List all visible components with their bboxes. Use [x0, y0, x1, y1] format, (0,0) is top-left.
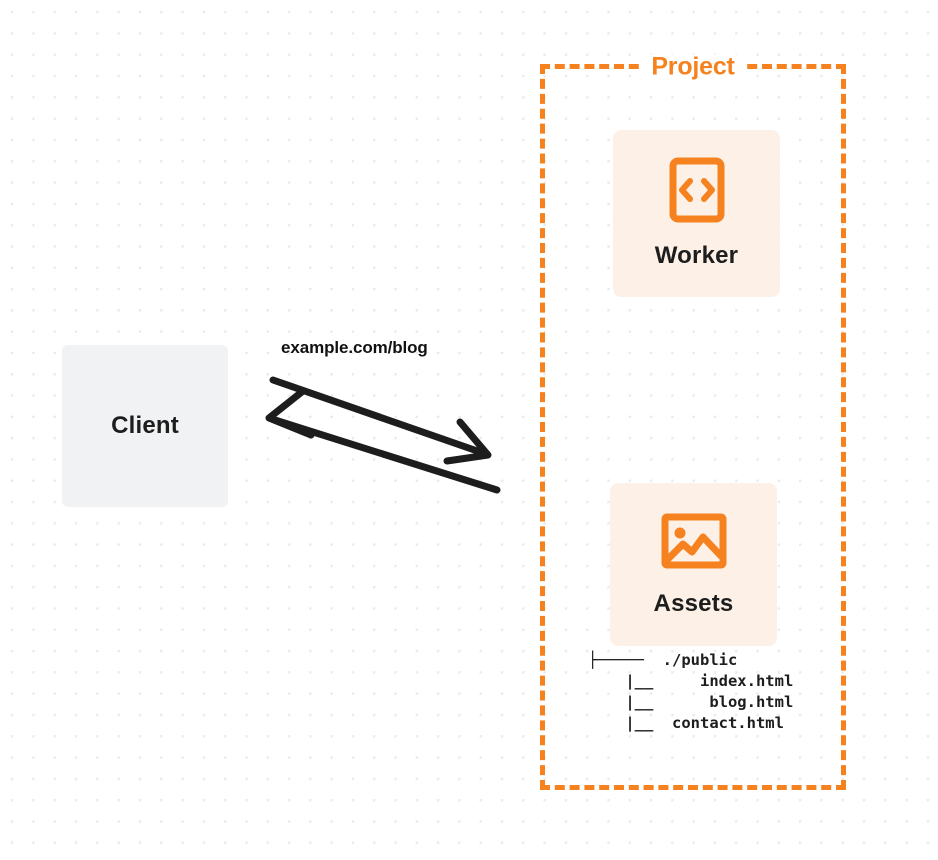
client-label: Client: [111, 412, 179, 439]
worker-card[interactable]: Worker: [613, 130, 780, 297]
image-picture-icon: [661, 511, 727, 576]
client-node[interactable]: Client: [62, 345, 228, 507]
response-arrow-icon: [265, 387, 501, 494]
request-arrow-icon: [269, 376, 492, 465]
assets-card-label: Assets: [653, 590, 734, 617]
code-brackets-icon: [669, 157, 725, 228]
project-title: Project: [642, 54, 744, 80]
worker-card-label: Worker: [654, 242, 739, 269]
request-response-arrows: [265, 376, 501, 494]
assets-card[interactable]: Assets: [610, 483, 777, 646]
connection-url-label: example.com/blog: [281, 338, 428, 357]
assets-file-tree: ├───── ./public |__ index.html |__ blog.…: [588, 651, 794, 732]
project-container: Project: [540, 54, 846, 790]
